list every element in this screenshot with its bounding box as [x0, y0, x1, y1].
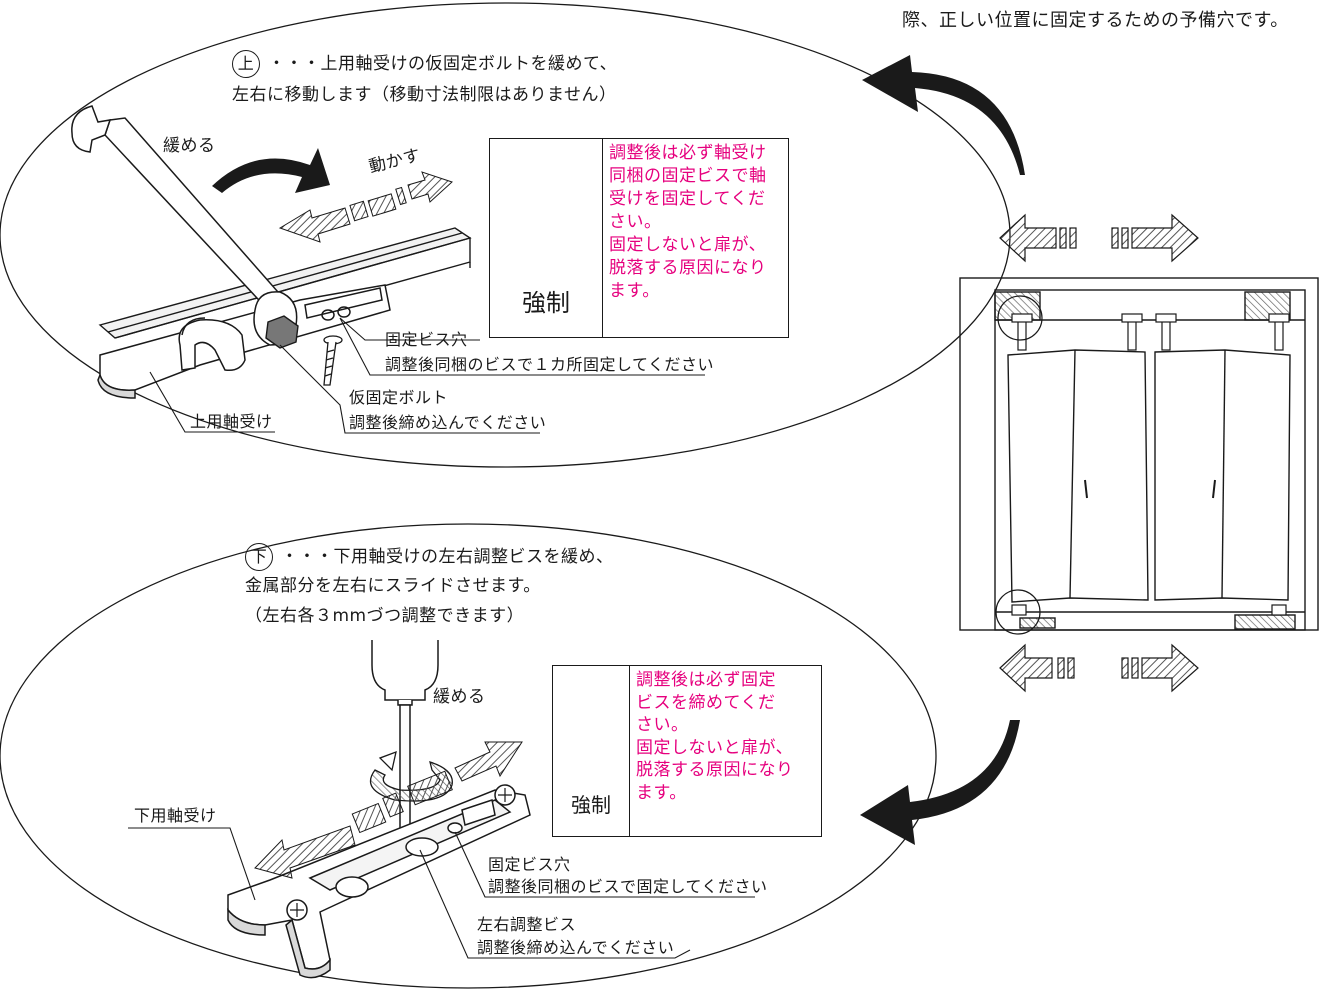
- lower-move-arrow: [254, 741, 523, 879]
- upper-leader-lines: [149, 317, 705, 434]
- upper-bolt-label: 仮固定ボルト: [349, 388, 449, 407]
- lower-warning-message: 調整後は必ず固定 ビスを締めてくだ さい。 固定しないと扉が、 脱落する原因にな…: [630, 666, 800, 836]
- upper-line1-text: ・・・上用軸受けの仮固定ボルトを緩めて、: [268, 54, 618, 74]
- warning-line: 調整後は必ず固定: [636, 670, 776, 690]
- warning-line: ます。: [609, 280, 660, 301]
- lower-loosen-label: 緩める: [433, 687, 486, 707]
- upper-bolt-note: 調整後締め込んでください: [349, 413, 547, 432]
- warning-line: 受けを固定してくだ: [609, 188, 766, 209]
- warning-line: 固定しないと扉が、: [636, 737, 794, 758]
- lower-bearing-part: [227, 784, 531, 979]
- curved-arrow-down: [860, 720, 1020, 845]
- warning-line: さい。: [636, 715, 689, 736]
- lower-instruction-line2: 金属部分を左右にスライドさせます。: [245, 576, 541, 596]
- upper-warning-message: 調整後は必ず軸受け 同梱の固定ビスで軸 受けを固定してくだ さい。 固定しないと…: [603, 139, 773, 337]
- mandatory-label: 強制: [571, 792, 611, 817]
- warning-line: 脱落する原因になり: [609, 257, 767, 278]
- lower-screw-label: 左右調整ビス: [477, 915, 577, 934]
- upper-bearing-part: [97, 284, 391, 399]
- cabinet-arrows-bottom: [999, 643, 1199, 693]
- mandatory-label: 強制: [522, 288, 570, 317]
- lower-leader-lines: [128, 827, 755, 959]
- upper-move-arrow: [278, 171, 453, 243]
- lower-hole-label: 固定ビス穴: [488, 855, 571, 874]
- warning-line: ます。: [636, 783, 687, 804]
- upper-instruction-line2: 左右に移動します（移動寸法制限はありません）: [232, 85, 617, 105]
- upper-bearing-label: 上用軸受け: [190, 412, 273, 431]
- upper-warning-box: 強制 調整後は必ず軸受け 同梱の固定ビスで軸 受けを固定してくだ さい。 固定し…: [489, 138, 789, 338]
- top-note: 際、正しい位置に固定するための予備穴です。: [902, 10, 1289, 31]
- warning-line: 同梱の固定ビスで軸: [609, 165, 767, 186]
- cabinet-pivots: [1011, 313, 1290, 616]
- warning-line: さい。: [609, 211, 662, 232]
- lower-bearing-label: 下用軸受け: [134, 806, 217, 825]
- upper-warning-icon-cell: 強制: [490, 139, 603, 337]
- upper-loosen-label: 緩める: [163, 136, 216, 156]
- upper-instruction-line1: 上・・・上用軸受けの仮固定ボルトを緩めて、: [232, 50, 617, 78]
- curved-arrow-up: [862, 55, 1025, 175]
- lower-screw-note: 調整後締め込んでください: [477, 938, 675, 957]
- fixing-screw: [323, 335, 343, 386]
- warning-line: ビスを締めてくだ: [636, 692, 776, 713]
- lower-instruction-line3: （左右各３mmづつ調整できます）: [245, 606, 525, 626]
- lower-line1-text: ・・・下用軸受けの左右調整ビスを緩め、: [281, 547, 614, 567]
- cabinet-arrows-top: [999, 213, 1199, 263]
- temporary-bolt: [265, 315, 299, 349]
- upper-hole-note: 調整後同梱のビスで１カ所固定してください: [385, 355, 715, 374]
- lower-detail-ellipse: [0, 523, 937, 989]
- lower-symbol: 下: [245, 543, 273, 571]
- lower-warning-box: 強制 調整後は必ず固定 ビスを締めてくだ さい。 固定しないと扉が、 脱落する原…: [552, 665, 822, 837]
- warning-line: 脱落する原因になり: [636, 760, 794, 781]
- lower-instruction-line1: 下・・・下用軸受けの左右調整ビスを緩め、: [245, 543, 614, 571]
- upper-symbol: 上: [232, 50, 260, 78]
- upper-rail: [98, 227, 472, 361]
- upper-loosen-arrow: [212, 148, 330, 193]
- upper-hole-label: 固定ビス穴: [385, 330, 468, 349]
- lower-warning-icon-cell: 強制: [553, 666, 630, 836]
- cabinet-frame: [959, 277, 1319, 631]
- cabinet-doors: [1007, 349, 1291, 603]
- lower-hole-note: 調整後同梱のビスで固定してください: [488, 877, 768, 896]
- lower-detail-marker: [995, 589, 1041, 635]
- warning-line: 調整後は必ず軸受け: [609, 143, 767, 163]
- upper-detail-marker: [997, 295, 1043, 341]
- warning-line: 固定しないと扉が、: [609, 234, 767, 255]
